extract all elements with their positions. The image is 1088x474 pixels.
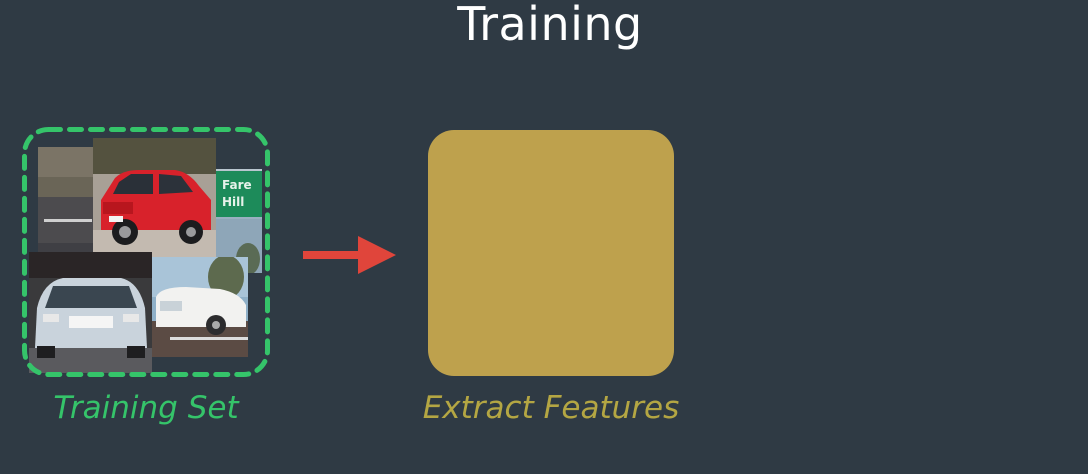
- training-set-label: Training Set: [53, 390, 239, 426]
- diagram-title: Training: [457, 0, 643, 51]
- training-set-collage: Fare Hill: [22, 127, 270, 377]
- svg-text:Fare: Fare: [222, 178, 252, 192]
- white-car-side-image-tile: [150, 257, 248, 357]
- silver-car-image-tile: [29, 252, 152, 373]
- red-car-image-tile: [93, 138, 216, 263]
- right-arrow-icon: [303, 236, 396, 274]
- svg-text:Hill: Hill: [222, 195, 244, 209]
- road-sign-image-tile: Fare Hill: [214, 169, 262, 273]
- training-set-dashed-border: [22, 127, 270, 377]
- extract-features-label: Extract Features: [422, 390, 680, 426]
- extract-features-box: [428, 130, 674, 376]
